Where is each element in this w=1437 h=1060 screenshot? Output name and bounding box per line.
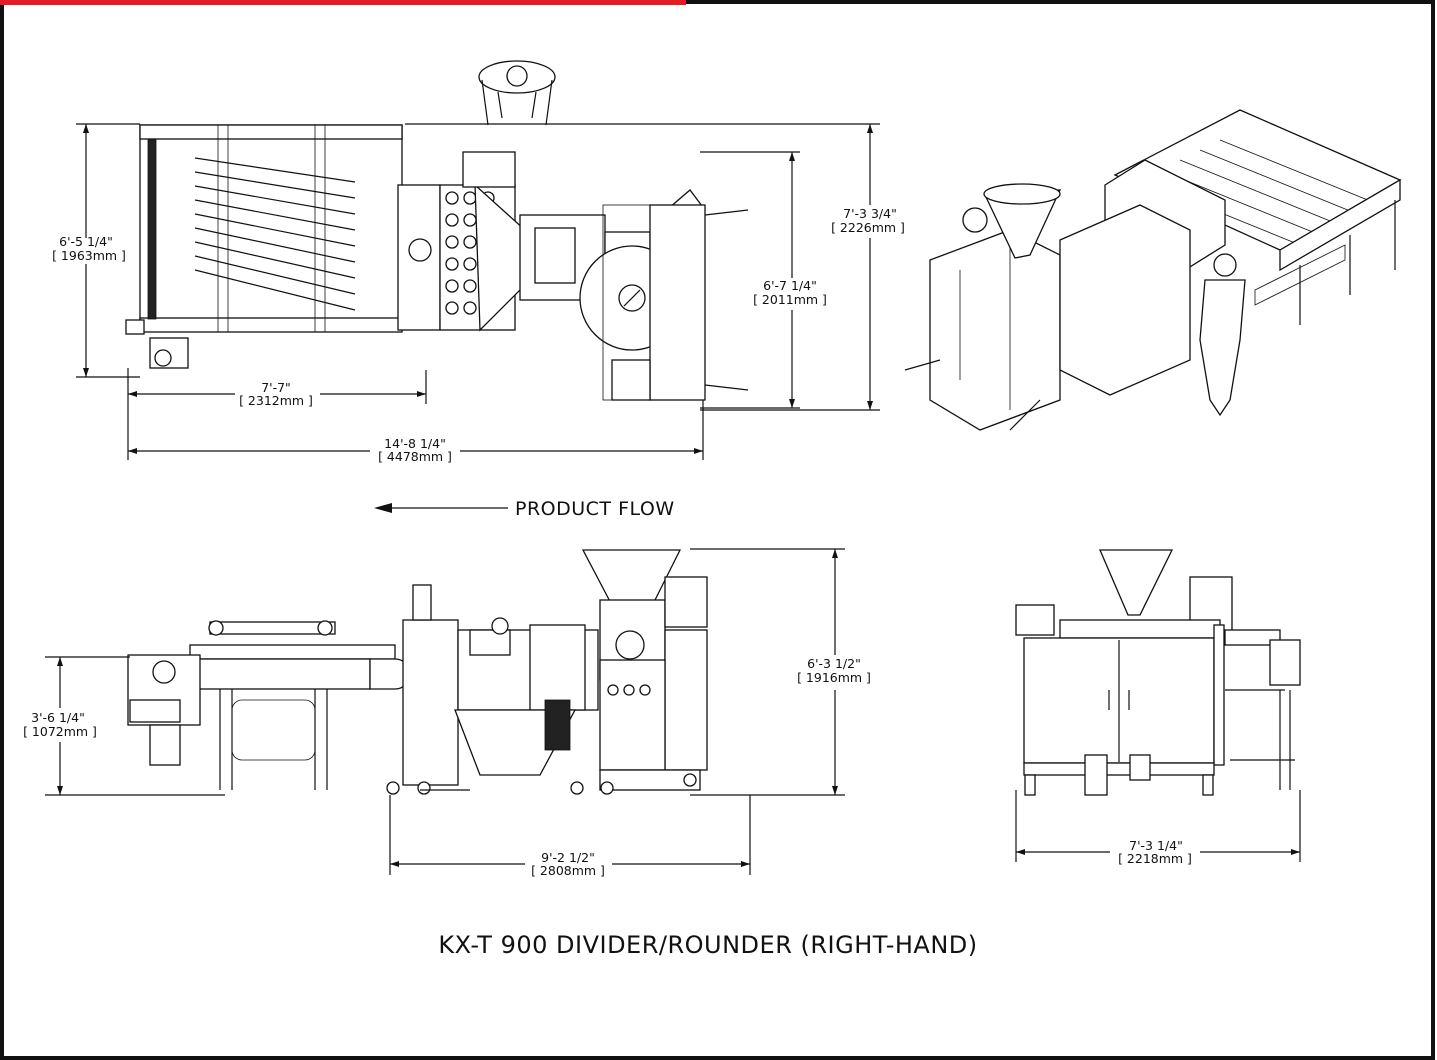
dim-top-length-total-imperial: 14'-8 1/4" — [384, 436, 446, 451]
divider-body-side — [402, 619, 459, 786]
operator-figure-top — [478, 60, 556, 126]
dough-lanes — [194, 157, 356, 311]
dim-top-length-total-metric: [ 4478mm ] — [378, 449, 452, 464]
product-flow-label: PRODUCT FLOW — [515, 498, 675, 520]
dim-side-height-total-metric: [ 1916mm ] — [797, 670, 871, 685]
dim-top-length-short-metric: [ 2312mm ] — [239, 393, 313, 408]
dim-end-width-metric: [ 2218mm ] — [1118, 851, 1192, 866]
top-view — [125, 60, 749, 401]
dim-side-length-metric: [ 2808mm ] — [531, 863, 605, 878]
product-flow-indicator: PRODUCT FLOW — [374, 498, 675, 520]
dim-top-height-left-metric: [ 1963mm ] — [52, 248, 126, 263]
hopper-end — [1099, 549, 1174, 616]
dim-top-height-right-inner-imperial: 6'-7 1/4" — [763, 278, 817, 293]
dim-top-height-right-outer-imperial: 7'-3 3/4" — [843, 206, 897, 221]
dim-side-length-imperial: 9'-2 1/2" — [541, 850, 595, 865]
dim-side-height-conveyor-imperial: 3'-6 1/4" — [31, 710, 85, 725]
isometric-view — [904, 109, 1402, 431]
dim-top-height-left-imperial: 6'-5 1/4" — [59, 234, 113, 249]
accent-bar — [0, 0, 686, 5]
dim-side-height-total-imperial: 6'-3 1/2" — [807, 656, 861, 671]
dim-end-width-imperial: 7'-3 1/4" — [1129, 838, 1183, 853]
end-view-dimensions: 7'-3 1/4" [ 2218mm ] — [1015, 790, 1301, 866]
side-view-dimensions: 3'-6 1/4" [ 1072mm ] 6'-3 1/2" [ 1916mm … — [23, 548, 871, 878]
end-view — [1015, 549, 1301, 796]
dim-top-height-right-inner-metric: [ 2011mm ] — [753, 292, 827, 307]
drawing-title: KX-T 900 DIVIDER/ROUNDER (RIGHT-HAND) — [438, 931, 977, 959]
conveyor-frame-top — [139, 124, 403, 331]
side-view — [127, 549, 750, 796]
dim-side-height-conveyor-metric: [ 1072mm ] — [23, 724, 97, 739]
top-view-dimensions: 6'-5 1/4" [ 1963mm ] 6'-7 1/4" [ 2011mm … — [52, 123, 905, 464]
dim-top-height-right-outer-metric: [ 2226mm ] — [831, 220, 905, 235]
dim-top-length-short-imperial: 7'-7" — [261, 380, 291, 395]
